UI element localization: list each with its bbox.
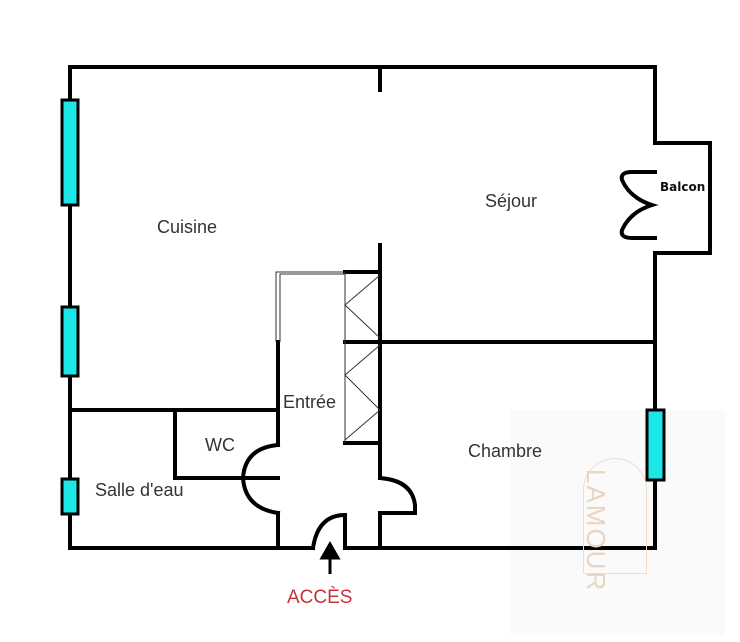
window-salle-deau (60, 477, 80, 516)
watermark-logo: LAMOUR (581, 458, 647, 592)
access-label: ACCÈS (287, 587, 353, 608)
window-cuisine-1 (60, 98, 80, 207)
room-label-entree: Entrée (283, 392, 337, 412)
room-label-cuisine: Cuisine (157, 217, 218, 237)
partition-double-line (275, 271, 345, 342)
room-label-balcon: Balcon (660, 180, 706, 194)
room-label-sejour: Séjour (485, 191, 538, 211)
balcony-outline (653, 141, 712, 255)
room-label-salle-deau: Salle d'eau (95, 480, 184, 500)
balcony-door (619, 170, 659, 240)
room-label-chambre: Chambre (468, 441, 543, 461)
door-chambre (377, 475, 417, 515)
cupboard-hatch (344, 274, 381, 441)
access-arrow-icon (319, 540, 341, 574)
watermark-background (510, 410, 725, 635)
window-chambre (645, 408, 666, 482)
door-entree (310, 512, 347, 551)
door-wc (240, 442, 281, 516)
room-label-wc: WC (205, 435, 235, 455)
window-cuisine-2 (60, 305, 80, 378)
